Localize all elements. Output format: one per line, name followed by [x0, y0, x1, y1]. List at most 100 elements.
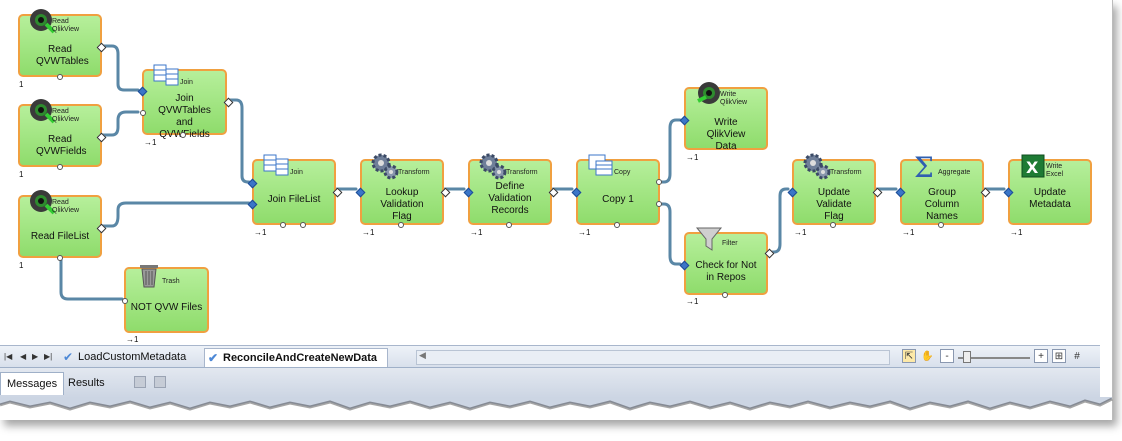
bottom-port[interactable] — [57, 255, 63, 261]
node-title: Write QlikView Data — [706, 117, 746, 152]
copy-icon[interactable] — [134, 376, 146, 388]
wire-qvwtables-join — [99, 44, 140, 92]
wire-filelist-trash — [59, 255, 124, 301]
fit-to-window-icon[interactable]: ⊞ — [1052, 349, 1066, 363]
node-category: Filter — [722, 240, 738, 247]
filter-funnel-icon — [695, 227, 723, 251]
tab-reconcile-and-create-new-data[interactable]: ✔ ReconcileAndCreateNewData — [204, 348, 389, 367]
scroll-left-arrow-icon[interactable]: ◀ — [419, 350, 426, 360]
bottom-port[interactable] — [57, 164, 63, 170]
transform-gears-icon — [371, 153, 399, 180]
wire-qvwfields-join — [99, 110, 140, 137]
node-join-qvw[interactable]: Join Join QVWTables and QVWFields — [137, 64, 234, 140]
node-title: Read QVWTables — [36, 44, 89, 67]
node-trash[interactable]: Trash NOT QVW Files — [122, 265, 209, 333]
record-count: →1 — [686, 153, 699, 162]
node-category: Join — [290, 169, 303, 176]
node-read-qvwfields[interactable]: Read QlikView Read QVWFields — [18, 99, 107, 170]
last-tab-arrow-icon[interactable]: ▶| — [44, 352, 53, 361]
node-title: Group Column Names — [924, 187, 960, 222]
node-join-filelist[interactable]: Join Join FileList — [247, 154, 343, 228]
bottom-port[interactable] — [722, 292, 728, 298]
bottom-port[interactable] — [57, 74, 63, 80]
record-count: →1 — [902, 228, 915, 237]
zoom-slider-thumb[interactable] — [962, 351, 971, 363]
pointer-tool-icon[interactable]: ⇱ — [902, 349, 916, 363]
node-read-qvwtables[interactable]: Read QlikView Read QVWTables — [18, 9, 107, 80]
bottom-port[interactable] — [280, 222, 286, 228]
output-port[interactable] — [656, 179, 662, 185]
zoom-slider-track[interactable] — [958, 357, 1030, 359]
hand-pan-tool-icon[interactable]: ✋ — [921, 351, 934, 362]
record-count: →1 — [578, 228, 591, 237]
bottom-port[interactable] — [506, 222, 512, 228]
copy-icon — [588, 154, 613, 176]
transform-gears-icon — [803, 153, 831, 180]
node-category: Transform — [830, 169, 862, 176]
svg-text:Σ: Σ — [914, 151, 934, 181]
node-category: Aggregate — [938, 169, 971, 176]
bottom-port[interactable] — [398, 222, 404, 228]
bottom-port[interactable] — [938, 222, 944, 228]
node-category: Transform — [398, 169, 430, 176]
record-count: →1 — [686, 297, 699, 306]
qlikview-read-icon — [30, 99, 56, 124]
node-category: Read QlikView — [52, 108, 80, 123]
node-lookup-validation-flag[interactable]: Transform Lookup Validation Flag — [355, 153, 451, 228]
flow-canvas[interactable]: Read QlikView Read QVWTables 1 Read Qlik… — [0, 0, 1100, 345]
node-define-validation-records[interactable]: Transform Define Validation Records — [463, 153, 559, 228]
node-category: Write QlikView — [720, 91, 748, 106]
check-icon: ✔ — [208, 351, 219, 365]
save-icon[interactable] — [154, 376, 166, 388]
check-icon: ✔ — [63, 350, 74, 364]
node-write-qlikview[interactable]: Write QlikView Write QlikView Data — [679, 82, 768, 152]
bottom-port[interactable] — [300, 222, 306, 228]
node-title: NOT QVW Files — [130, 302, 203, 313]
node-read-filelist[interactable]: Read QlikView Read FileList — [18, 190, 107, 261]
node-category: Trash — [162, 278, 180, 285]
record-count: →1 — [254, 228, 267, 237]
zoom-in-button[interactable]: + — [1034, 349, 1048, 363]
grid-toggle-icon[interactable]: # — [1074, 351, 1080, 362]
node-category: Copy — [614, 169, 631, 176]
node-copy-1[interactable]: Copy Copy 1 — [571, 154, 662, 228]
tab-load-custom-metadata[interactable]: ✔ LoadCustomMetadata — [60, 348, 196, 366]
bottom-port[interactable] — [614, 222, 620, 228]
node-group-column-names[interactable]: Σ Aggregate Group Column Names — [895, 151, 991, 228]
record-count: →1 — [126, 335, 139, 344]
next-tab-arrow-icon[interactable]: ▶ — [32, 352, 39, 361]
zoom-out-button[interactable]: - — [940, 349, 954, 363]
output-port[interactable] — [656, 201, 662, 207]
prev-tab-arrow-icon[interactable]: ◀ — [20, 352, 27, 361]
output-panel-tabs: Messages Results — [0, 367, 1100, 398]
sigma-aggregate-icon: Σ — [914, 151, 934, 181]
svg-text:X: X — [1026, 158, 1039, 177]
node-update-validate-flag[interactable]: Transform Update Validate Flag — [787, 153, 883, 228]
input-port[interactable] — [122, 298, 128, 304]
horizontal-scrollbar[interactable]: ◀ — [416, 350, 890, 365]
record-count: →1 — [362, 228, 375, 237]
node-title: Define Validation Records — [488, 181, 532, 216]
qlikview-read-icon — [30, 190, 56, 215]
tab-results[interactable]: Results — [68, 377, 105, 389]
bottom-port[interactable] — [180, 132, 186, 138]
document-tab-bar: |◀ ◀ ▶ ▶| ✔ LoadCustomMetadata ✔ Reconci… — [0, 345, 1100, 368]
join-icon — [263, 154, 289, 176]
node-category: Read QlikView — [52, 18, 80, 33]
node-title: Read QVWFields — [36, 134, 87, 157]
node-update-metadata[interactable]: X Write Excel Update Metadata — [1003, 154, 1092, 225]
torn-edge-decoration — [0, 397, 1113, 411]
connection-layer — [59, 44, 1006, 301]
node-title: Update Metadata — [1029, 187, 1071, 210]
node-filter[interactable]: Filter Check for Not in Repos — [679, 227, 775, 298]
bottom-port[interactable] — [830, 222, 836, 228]
first-tab-arrow-icon[interactable]: |◀ — [4, 352, 13, 361]
designer-window: Read QlikView Read QVWTables 1 Read Qlik… — [0, 0, 1113, 420]
node-title: Update Validate Flag — [816, 187, 852, 222]
record-count: →1 — [1010, 228, 1023, 237]
input-port[interactable] — [140, 110, 146, 116]
node-title: Read FileList — [30, 231, 90, 242]
tab-messages[interactable]: Messages — [0, 372, 65, 395]
qlikview-read-icon — [30, 9, 56, 34]
node-category: Transform — [506, 169, 538, 176]
